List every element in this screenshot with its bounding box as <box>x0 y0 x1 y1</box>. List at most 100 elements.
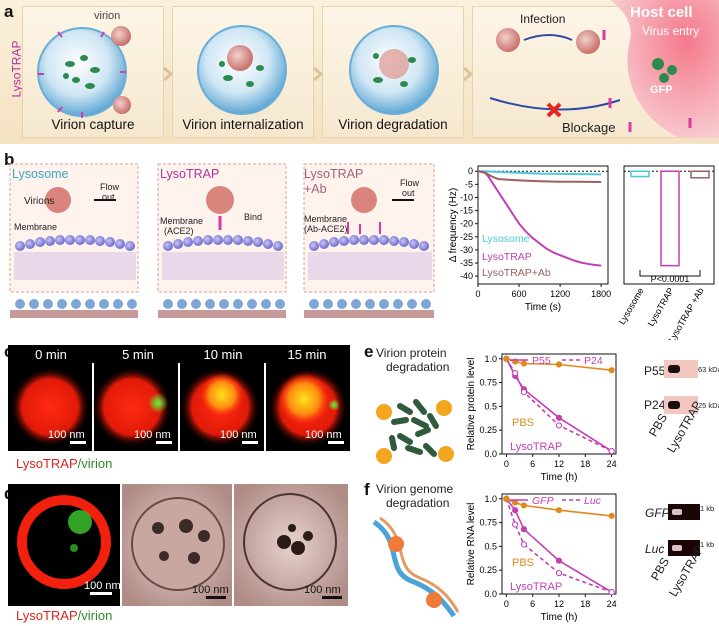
step-internalization-label: Virion internalization <box>182 117 304 132</box>
bound-virion <box>576 30 600 54</box>
f-kb-2: 1 kb <box>700 540 715 549</box>
b-ace2-label: (ACE2) <box>164 226 194 236</box>
b-bar-2 <box>690 170 710 179</box>
host-cell-label: Host cell <box>630 4 693 21</box>
virion-lysotrap-ab <box>351 187 377 213</box>
chart-f-series-1 <box>505 498 612 593</box>
b-bar-1 <box>660 170 680 267</box>
infecting-virion <box>496 28 520 52</box>
virion-label: virion <box>94 10 121 22</box>
chart-e-point-2-4 <box>608 367 615 374</box>
chart-e-xtick-label: 12 <box>554 459 564 469</box>
b-xlabel: Time (s) <box>525 302 561 313</box>
time-5-label: 5 min <box>122 347 154 362</box>
chart-f-legend-3: LysoTRAP <box>510 581 562 593</box>
b-legend-0: Lysosome <box>482 233 530 245</box>
panel-a-label: a <box>4 2 14 21</box>
step-degradation-label: Virion degradation <box>338 117 448 132</box>
time-15-label: 15 min <box>287 347 327 362</box>
b-membrane-label-2: Membrane <box>160 216 204 226</box>
b-virions-label: Virions <box>24 196 55 207</box>
panel-c-micrographs <box>8 363 350 451</box>
b-ab-ace2-label: (Ab-ACE2) <box>304 224 348 234</box>
b-ytick-label: -5 <box>465 179 473 189</box>
b-lysotrap-title: LysoTRAP <box>160 167 220 181</box>
c-scale-2: 100 nm <box>134 429 171 441</box>
b-lysosome-title: Lysosome <box>12 167 69 181</box>
b-ytick-label: -25 <box>460 232 473 242</box>
f-blot-gfp <box>668 504 700 520</box>
b-out-label-1: out <box>102 192 115 202</box>
chart-f-xtick-label: 0 <box>504 599 509 609</box>
d-scale-1: 100 nm <box>84 580 121 592</box>
chart-e-legend-0: P55 <box>532 355 551 367</box>
b-bar-0 <box>630 170 650 178</box>
b-membrane-label-1: Membrane <box>14 222 58 232</box>
b-ylabel: Δ frequency (Hz) <box>448 188 459 262</box>
virion-degraded <box>379 49 409 79</box>
membrane-2 <box>162 252 284 280</box>
c-scale-3: 100 nm <box>220 429 257 441</box>
chart-f-ytick-label: 0.0 <box>484 589 497 599</box>
b-xtick-label: 1200 <box>550 289 570 299</box>
d-caption: LysoTRAP/virion <box>16 608 112 623</box>
b-lysotrap-ab-title2: +Ab <box>304 182 327 196</box>
chart-e-ytick-label: 0.25 <box>479 425 497 435</box>
f-kb-1: 1 kb <box>700 504 715 513</box>
chart-e-point-2-3 <box>555 361 563 368</box>
chart-e-series-1 <box>505 358 612 452</box>
chart-f-point-2-2 <box>520 502 528 509</box>
chart-f-legend-1: Luc <box>584 495 602 507</box>
time-10-label: 10 min <box>203 347 243 362</box>
b-bar-cat-0: Lysosome <box>617 286 646 326</box>
time-header-bar <box>8 345 350 363</box>
f-title: Virion genome <box>376 482 454 496</box>
chart-e-point-1-3 <box>555 422 563 429</box>
b-ytick-label: -15 <box>460 206 473 216</box>
chart-e-legend-3: LysoTRAP <box>510 441 562 453</box>
b-series-0 <box>478 170 602 176</box>
chart-e-xtick-label: 0 <box>504 459 509 469</box>
panel-e-label: e <box>364 342 374 361</box>
b-sig-bracket <box>639 270 701 277</box>
chart-f-ytick-label: 1.0 <box>484 494 497 504</box>
chart-e-xtick-label: 24 <box>607 459 617 469</box>
chart-f-point-2-3 <box>555 507 563 514</box>
time-0-label: 0 min <box>35 347 67 362</box>
chart-e-ylabel: Relative protein level <box>466 358 477 451</box>
b-xtick-label: 1800 <box>591 289 611 299</box>
chart-f-point-2-4 <box>608 512 615 520</box>
f-genome-illustration <box>372 516 460 618</box>
chart-f-xtick-label: 18 <box>580 599 590 609</box>
panel-b-label: b <box>4 150 15 169</box>
chart-f-point-1-2 <box>520 541 528 548</box>
chart-e-ytick-label: 0.5 <box>484 401 497 411</box>
membrane-1 <box>14 252 136 280</box>
panel-f-label: f <box>364 480 370 499</box>
host-cell-shape <box>610 0 719 138</box>
d-caption-lysotrap: LysoTRAP <box>16 608 78 623</box>
panel-a-illustration <box>37 0 719 138</box>
d-scale-2: 100 nm <box>192 584 229 596</box>
chart-f-point-0-2 <box>520 526 528 533</box>
chart-f-xtick-label: 12 <box>554 599 564 609</box>
b-series-2 <box>477 170 602 183</box>
chart-f-legend-0: GFP <box>532 495 554 507</box>
chart-f-ytick-label: 0.75 <box>479 518 497 528</box>
chart-f-point-1-4 <box>608 588 615 596</box>
e-title2: degradation <box>386 360 450 374</box>
chart-f-ytick-label: 0.5 <box>484 541 497 551</box>
b-bar-frame <box>623 165 715 285</box>
e-title: Virion protein <box>376 346 447 360</box>
chart-e-point-0-3 <box>555 414 563 421</box>
chart-e-point-2-2 <box>520 360 528 367</box>
b-sig-label: P<0.0001 <box>651 274 690 284</box>
e-lane-pbs: PBS <box>646 411 671 439</box>
virion-2 <box>113 96 131 114</box>
f-blot-luc <box>668 540 700 556</box>
chart-f-point-2-0 <box>503 495 510 502</box>
c-caption: LysoTRAP/virion <box>16 456 112 471</box>
b-bind-label: Bind <box>244 212 263 222</box>
chart-f-point-1-3 <box>555 569 563 577</box>
